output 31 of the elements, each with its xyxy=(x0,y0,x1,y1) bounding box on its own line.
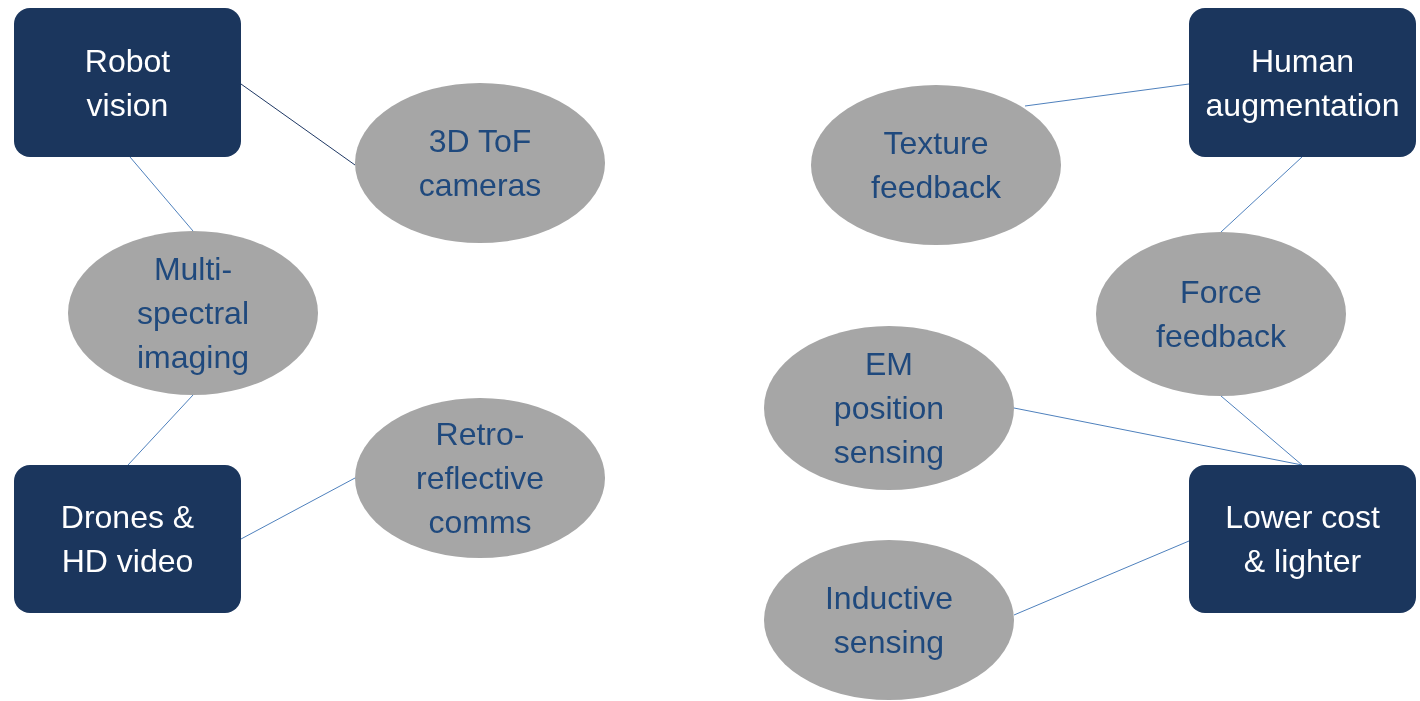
connector-line xyxy=(129,156,194,232)
technology-ellipse xyxy=(355,83,605,243)
node-label: Retro-reflective comms xyxy=(414,415,545,542)
node-label: Multi-spectral imaging xyxy=(135,250,251,377)
technology-ellipse xyxy=(68,231,318,395)
topic-box xyxy=(14,8,241,157)
technology-ellipse xyxy=(1096,232,1346,396)
technology-ellipse xyxy=(764,326,1014,490)
node-label: Human augmentation xyxy=(1204,41,1401,125)
node-label: 3D ToF cameras xyxy=(417,122,543,205)
connector-line xyxy=(1013,407,1303,466)
topic-box xyxy=(1189,8,1416,157)
technology-ellipse xyxy=(764,540,1014,700)
node-label: Drones & HD video xyxy=(59,498,196,581)
technology-ellipse xyxy=(355,398,605,558)
node-label: EM position sensing xyxy=(832,345,946,472)
node-label: Inductive sensing xyxy=(823,579,955,662)
topic-box xyxy=(14,465,241,613)
node-label: Force feedback xyxy=(1155,273,1287,356)
connector-line xyxy=(1013,540,1190,616)
technology-ellipse xyxy=(811,85,1061,245)
connector-line xyxy=(240,477,356,540)
connector-line xyxy=(1220,395,1303,466)
node-label: Texture feedback xyxy=(870,124,1002,207)
connector-line xyxy=(1024,83,1190,107)
connector-line xyxy=(240,83,356,166)
connector-line xyxy=(127,394,194,466)
connector-line xyxy=(1220,156,1303,233)
node-label: Lower cost & lighter xyxy=(1224,498,1381,581)
topic-box xyxy=(1189,465,1416,613)
node-label: Robot vision xyxy=(83,41,172,125)
